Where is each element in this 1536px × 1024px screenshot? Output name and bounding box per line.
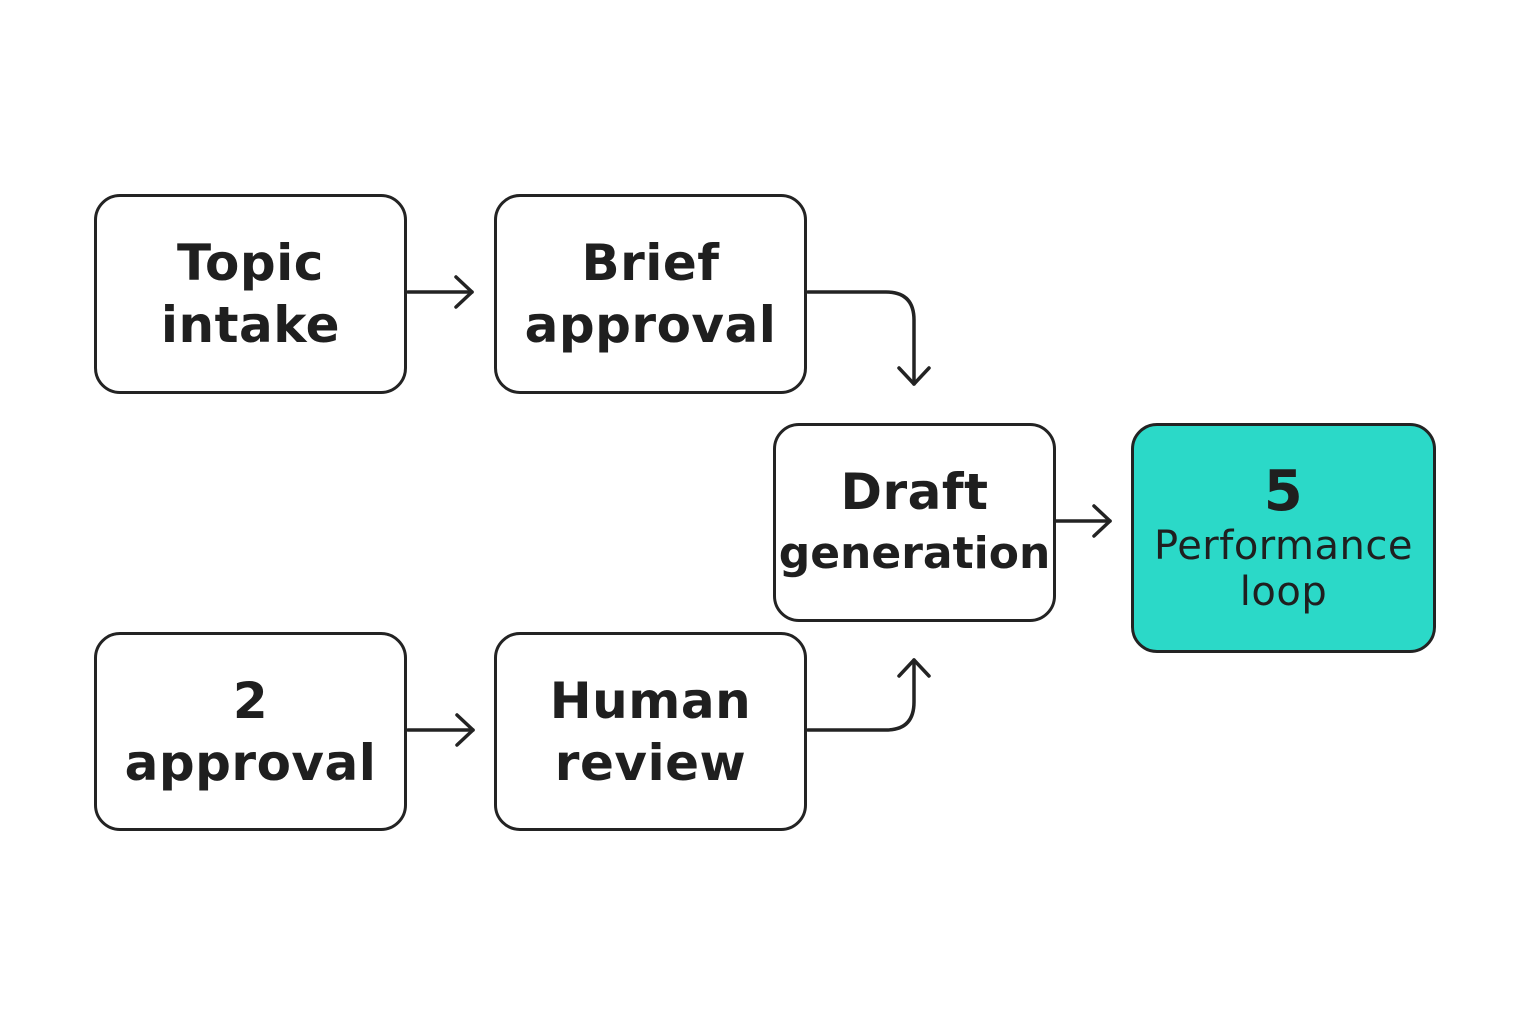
node-human-review-line-1: Human [549,671,752,730]
node-brief-approval-line-2: approval [524,296,777,354]
node-human-review: Human review [494,632,807,831]
node-topic-intake: Topic intake [94,194,407,394]
node-approval-2-line-1: 2 [232,671,269,730]
node-approval-2: 2 approval [94,632,407,831]
node-performance-loop-line-1: Performance [1154,523,1413,569]
arrow-human-to-draft [806,658,931,732]
arrow-topic-to-brief [406,275,474,309]
node-draft-generation: Draft generation [773,423,1056,622]
node-topic-intake-line-1: Topic [177,234,324,292]
arrow-brief-to-draft [806,290,931,386]
node-performance-loop-number: 5 [1263,459,1304,524]
node-brief-approval-line-1: Brief [581,234,720,292]
arrow-approval-to-human [406,713,475,747]
node-approval-2-line-2: approval [124,733,377,792]
node-brief-approval: Brief approval [494,194,807,394]
node-human-review-line-2: review [554,733,747,792]
node-topic-intake-line-2: intake [160,296,341,354]
node-performance-loop: 5 Performance loop [1131,423,1436,653]
node-performance-loop-line-2: loop [1239,569,1328,615]
arrow-draft-to-performance [1054,504,1112,538]
node-draft-generation-line-1: Draft [840,462,989,521]
node-draft-generation-line-2: generation [778,527,1051,579]
